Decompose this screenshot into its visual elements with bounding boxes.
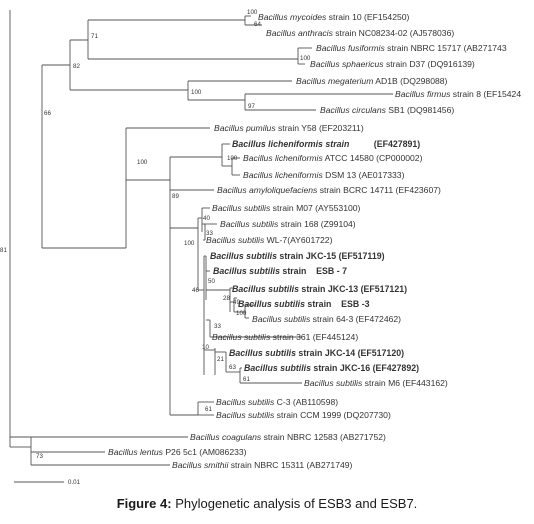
support-value: 66 [44,110,51,117]
leaf-label: Bacillus lentus P26 5c1 (AM086233) [108,447,247,457]
support-value: 100 [137,159,148,166]
figure-caption-label: Figure 4: [116,496,172,511]
support-value: 49 [233,299,240,306]
support-value: 73 [36,453,43,460]
leaf-label-highlight: Bacillus subtilis strain JKC-14 (EF51712… [229,348,404,358]
support-value: 100 [247,9,258,16]
leaf-label: Bacillus licheniformis ATCC 14580 (CP000… [243,153,423,163]
support-value: 100 [227,155,238,162]
leaf-label: Bacillus subtilis strain 64-3 (EF472462) [252,314,401,324]
leaf-label: Bacillus anthracis strain NC08234-02 (AJ… [266,28,454,38]
leaf-label: Bacillus circulans SB1 (DQ981456) [320,105,454,115]
leaf-label: Bacillus mycoides strain 10 (EF154250) [258,12,410,22]
support-value: 100 [300,55,311,62]
leaf-label-highlight: Bacillus subtilis strain ESB -3 [238,299,370,309]
leaf-label-highlight: Bacillus subtilis strain JKC-13 (EF51712… [232,284,407,294]
leaf-label: Bacillus subtilis strain CCM 1999 (DQ207… [216,410,391,420]
leaf-label: Bacillus pumilus strain Y58 (EF203211) [214,123,364,133]
leaf-label: Bacillus sphaericus strain D37 (DQ916139… [310,59,475,69]
phylogenetic-tree: Bacillus mycoides strain 10 (EF154250) B… [0,9,521,486]
support-value: 61 [205,406,212,413]
leaf-label: Bacillus subtilis C-3 (AB110598) [216,397,338,407]
support-value: 81 [0,247,7,254]
support-value: 10 [202,344,209,351]
support-value: 21 [217,356,224,363]
support-value: 64 [254,21,261,28]
leaf-label-highlight: Bacillus subtilis strain ESB - 7 [213,266,347,276]
leaf-label: Bacillus fusiformis strain NBRC 15717 (A… [316,43,507,53]
tree-branches [9,10,393,483]
support-value: 100 [236,310,247,317]
support-value: 97 [248,103,255,110]
support-value: 89 [172,193,179,200]
support-value: 50 [208,278,215,285]
leaf-label: Bacillus amyloliquefaciens strain BCRC 1… [217,185,441,195]
leaf-label-highlight: Bacillus subtilis strain JKC-16 (EF42789… [244,363,419,373]
leaf-label: Bacillus subtilis WL-7(AY601722) [206,235,333,245]
support-value: 33 [206,230,213,237]
leaf-label: Bacillus subtilis strain 168 (Z99104) [220,219,356,229]
leaf-label: Bacillus licheniformis DSM 13 (AE017333) [243,170,405,180]
support-value: 46 [192,287,199,294]
support-value: 82 [73,63,80,70]
figure-caption: Figure 4: Phylogenetic analysis of ESB3 … [0,496,534,511]
leaf-label: Bacillus subtilis strain M07 (AY553100) [212,203,361,213]
leaf-label: Bacillus subtilis strain 361 (EF445124) [212,332,358,342]
leaf-label: Bacillus smithii strain NBRC 15311 (AB27… [172,460,353,470]
support-value: 100 [184,240,195,247]
scale-bar-label: 0.01 [68,479,81,486]
bootstrap-values: 100 64 71 100 82 100 97 66 100 100 89 40… [0,9,311,460]
leaf-label: Bacillus megaterium AD1B (DQ298088) [296,76,448,86]
figure-caption-text: Phylogenetic analysis of ESB3 and ESB7. [171,496,418,511]
support-value: 63 [229,364,236,371]
leaf-label: Bacillus coagulans strain NBRC 12583 (AB… [190,432,386,442]
leaf-labels: Bacillus mycoides strain 10 (EF154250) B… [108,12,521,470]
support-value: 61 [243,376,250,383]
support-value: 40 [203,215,210,222]
leaf-label-highlight: Bacillus subtilis strain JKC-15 (EF51711… [210,251,385,261]
support-value: 71 [91,33,98,40]
leaf-label: Bacillus subtilis strain M6 (EF443162) [304,378,448,388]
support-value: 100 [191,89,202,96]
leaf-label: Bacillus firmus strain 8 (EF15424 [395,89,521,99]
support-value: 28 [223,295,230,302]
support-value: 33 [214,323,221,330]
leaf-label-highlight: Bacillus licheniformis strain (EF427891) [232,139,420,149]
